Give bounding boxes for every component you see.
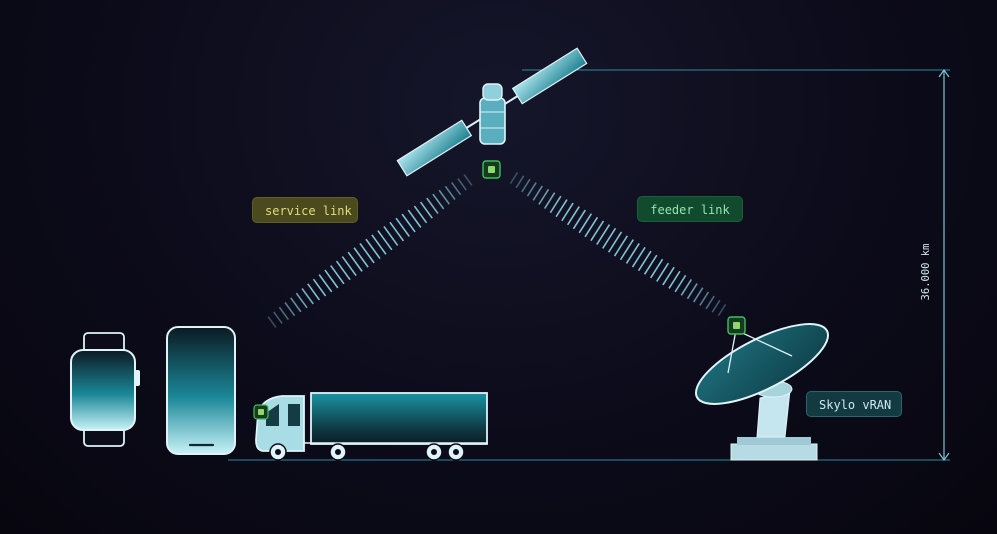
service-link-signal [267, 174, 473, 328]
signal-dash [318, 274, 333, 293]
orbit-distance-label: 36.000 km [920, 243, 932, 301]
signal-dash [692, 287, 704, 303]
signal-dash [444, 185, 456, 200]
signal-dash [290, 297, 302, 313]
signal-dash [278, 306, 289, 321]
signal-dash [643, 254, 658, 275]
signal-dash [324, 269, 339, 289]
signal-dash [419, 201, 433, 219]
signal-dash [584, 216, 599, 238]
signal-dash [413, 205, 428, 224]
signal-dash [680, 279, 693, 296]
signal-dash [543, 192, 556, 209]
signal-dash [301, 288, 314, 305]
signal-dash [717, 303, 727, 317]
ground-station-label: Skylo vRAN [806, 391, 902, 417]
signal-dash [463, 174, 473, 186]
signal-dash [389, 221, 405, 242]
signal-dash [590, 220, 605, 242]
signal-dash [538, 188, 550, 205]
signal-dash [347, 251, 363, 272]
signal-dash [267, 316, 277, 328]
signal-dash [631, 246, 646, 268]
signal-dash [426, 197, 439, 214]
signal-dash [572, 209, 586, 230]
signal-dash [395, 217, 410, 237]
signal-dash [686, 283, 698, 300]
smartwatch-icon [70, 332, 140, 447]
signal-dash [359, 242, 375, 264]
signal-dash [555, 199, 568, 218]
signal-dash [596, 224, 611, 246]
dish-feed-node [727, 316, 746, 335]
signal-dash [509, 171, 519, 185]
signal-dash [625, 242, 640, 264]
signal-dash [273, 311, 283, 324]
signal-dash [526, 182, 537, 197]
signal-dash [330, 265, 345, 285]
signal-dash [335, 260, 351, 281]
smartphone-icon [166, 326, 236, 455]
signal-dash [521, 178, 531, 193]
signal-dash [711, 299, 721, 313]
signal-dash [371, 234, 387, 255]
distance-dimension-line [938, 68, 950, 462]
signal-dash [407, 209, 422, 228]
signal-dash [566, 206, 580, 226]
signal-dash [699, 291, 710, 306]
signal-dash [312, 278, 327, 297]
signal-dash [383, 225, 399, 246]
truck-antenna-node [253, 404, 269, 420]
satellite-dish-icon [694, 323, 830, 461]
signal-dash [432, 193, 445, 210]
feeder-link-signal [509, 171, 727, 317]
signal-dash [295, 292, 308, 309]
signal-dash [602, 227, 617, 249]
signal-dash [515, 175, 525, 189]
signal-dash [578, 213, 593, 234]
signal-dash [561, 202, 574, 222]
signal-dash [365, 238, 381, 260]
signal-dash [377, 230, 393, 251]
signal-dash [284, 302, 296, 317]
signal-dash [438, 189, 450, 205]
service-link-label: service link [252, 197, 358, 223]
signal-dash [353, 247, 369, 268]
signal-dash [307, 283, 321, 301]
signal-dash [668, 270, 681, 289]
signal-dash [549, 195, 562, 214]
signal-dash [401, 213, 416, 233]
signal-dash [457, 178, 467, 191]
signal-dash [650, 258, 664, 279]
signal-dash [619, 239, 634, 261]
feeder-link-label: feeder link [637, 196, 743, 222]
signal-dash [662, 266, 675, 286]
signal-dash [674, 274, 687, 293]
truck-icon [255, 392, 488, 461]
signal-dash [656, 262, 670, 282]
satellite-node [482, 160, 501, 179]
satellite-icon [396, 47, 588, 177]
signal-dash [341, 256, 357, 277]
signal-dash [705, 295, 715, 310]
signal-dash [613, 235, 629, 257]
signal-dash [607, 231, 623, 253]
signal-dash [451, 181, 462, 196]
signal-dash [637, 250, 652, 272]
signal-dash [532, 185, 544, 201]
